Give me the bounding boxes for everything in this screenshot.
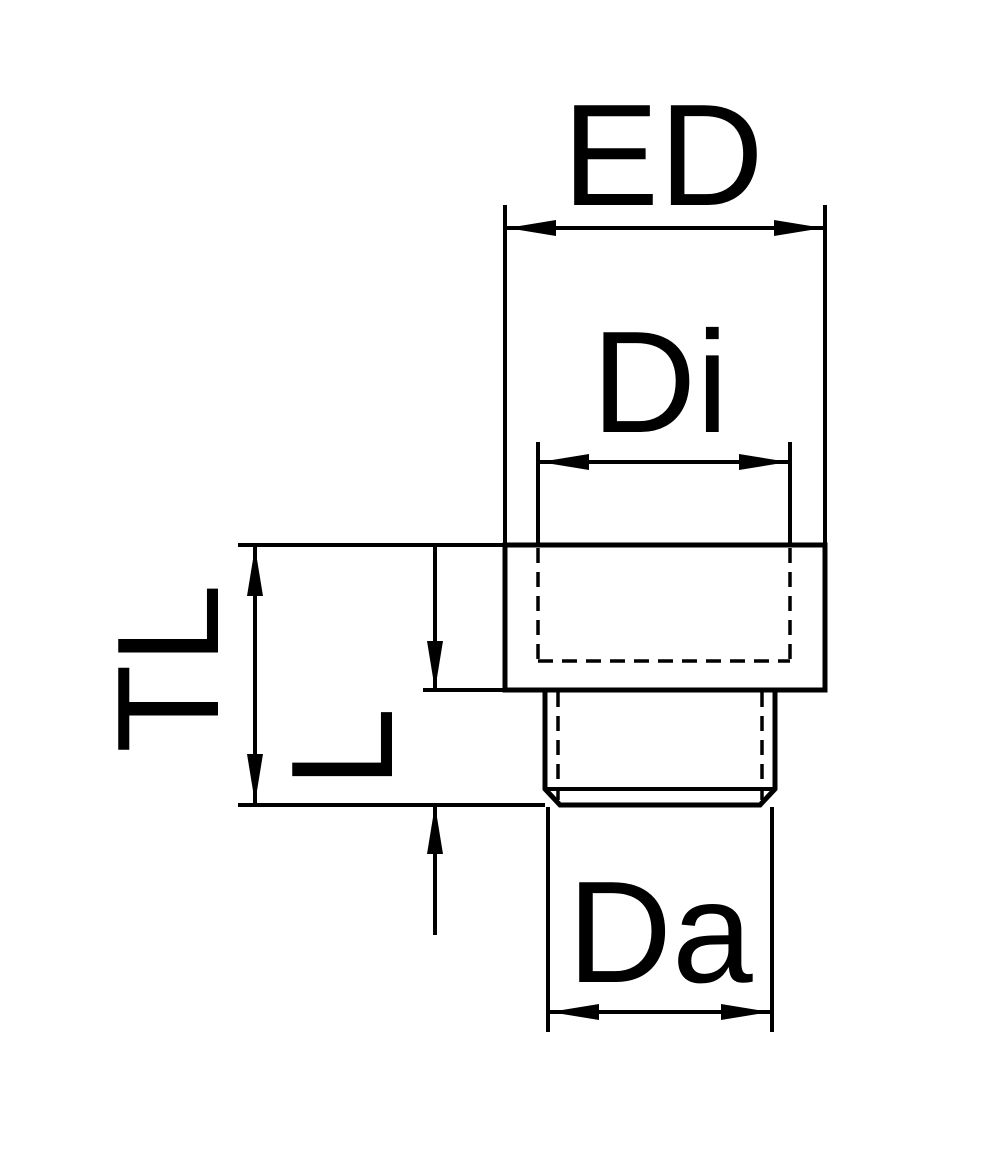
arrow-right-icon — [739, 454, 788, 470]
ed-label: ED — [562, 74, 763, 236]
arrow-up-icon — [427, 805, 443, 854]
l-dimension — [423, 545, 507, 935]
arrow-down-icon — [247, 754, 263, 803]
arrow-left-icon — [507, 220, 556, 236]
arrow-right-icon — [774, 220, 823, 236]
di-dimension — [536, 442, 792, 545]
arrow-left-icon — [540, 454, 589, 470]
tl-label: TL — [87, 584, 249, 753]
part-lower-body — [542, 687, 778, 808]
upper-body-outline — [502, 542, 828, 693]
tl-dimension — [238, 543, 545, 807]
part-upper-body — [502, 542, 828, 693]
l-label: L — [261, 707, 423, 788]
arrow-down-icon — [427, 641, 443, 690]
arrow-up-icon — [247, 547, 263, 596]
arrow-right-icon — [721, 1004, 770, 1020]
da-dimension — [546, 807, 774, 1032]
di-label: Di — [592, 301, 729, 463]
arrow-left-icon — [550, 1004, 599, 1020]
da-label: Da — [567, 851, 753, 1013]
ed-dimension — [503, 205, 827, 545]
